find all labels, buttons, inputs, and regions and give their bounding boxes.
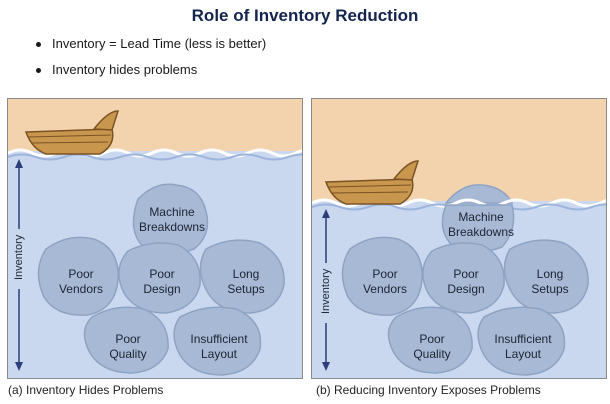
inventory-arrow	[319, 209, 333, 371]
rock-machine-breakdowns-exposed	[444, 184, 514, 204]
rock-pile	[37, 183, 285, 376]
rock-poor-quality	[83, 306, 169, 374]
rock-label-line: Setups	[227, 282, 265, 296]
rock-label-line: Vendors	[362, 282, 408, 296]
rock-label-line: Long	[232, 267, 260, 281]
rock-label-line: Insufficient	[494, 332, 552, 346]
inventory-arrow	[12, 159, 26, 371]
boat-icon	[24, 110, 120, 155]
rock-poor-design	[422, 242, 505, 314]
bullet-item: Inventory hides problems	[34, 62, 266, 88]
rock-label-line: Setups	[531, 282, 569, 296]
rock-label-line: Layout	[200, 347, 238, 361]
rock-label-line: Design	[143, 282, 181, 296]
rock-label-line: Poor	[372, 267, 398, 281]
inventory-axis-label: Inventory	[13, 234, 25, 280]
rock-label-line: Poor	[453, 267, 479, 281]
bullet-item: Inventory = Lead Time (less is better)	[34, 36, 266, 62]
rock-label-line: Layout	[504, 347, 542, 361]
rock-label-line: Poor	[419, 332, 445, 346]
inventory-axis-label: Inventory	[320, 268, 332, 314]
rock-label-line: Vendors	[58, 282, 104, 296]
panel-b-illustration	[312, 99, 606, 378]
rock-label-line: Machine	[458, 210, 504, 224]
caption-panel-a: (a) Inventory Hides Problems	[8, 383, 164, 397]
rock-long-setups	[503, 239, 589, 314]
panel-a-illustration	[8, 99, 302, 378]
rock-label-line: Breakdowns	[447, 225, 515, 239]
rock-label-line: Long	[536, 267, 564, 281]
panel-inventory-hides-problems: Inventory Machine Breakdowns Poor Vendor…	[7, 98, 303, 379]
rock-insufficient-layout	[173, 306, 262, 376]
rock-poor-vendors	[37, 236, 119, 316]
rock-label-line: Poor	[149, 267, 175, 281]
water-ripple	[8, 153, 302, 161]
rock-label-line: Insufficient	[190, 332, 248, 346]
rock-insufficient-layout	[477, 306, 566, 376]
rock-pile	[341, 204, 589, 376]
rock-label-line: Breakdowns	[138, 220, 206, 234]
rock-poor-quality	[387, 306, 473, 374]
rock-label-line: Quality	[109, 347, 147, 361]
rock-label-line: Machine	[149, 205, 195, 219]
rock-label-line: Poor	[115, 332, 141, 346]
page-title: Role of Inventory Reduction	[191, 6, 419, 25]
rock-long-setups	[199, 239, 285, 314]
rock-poor-vendors	[341, 236, 423, 316]
rock-label-line: Design	[447, 282, 485, 296]
caption-panel-b: (b) Reducing Inventory Exposes Problems	[316, 383, 541, 397]
rock-label-line: Poor	[68, 267, 94, 281]
rock-label-line: Quality	[413, 347, 451, 361]
rock-poor-design	[118, 242, 201, 314]
boat-icon	[324, 160, 420, 205]
bullet-list: Inventory = Lead Time (less is better) I…	[34, 36, 266, 88]
panel-reducing-inventory-exposes-problems: Inventory Machine Breakdowns Poor Vendor…	[311, 98, 607, 379]
